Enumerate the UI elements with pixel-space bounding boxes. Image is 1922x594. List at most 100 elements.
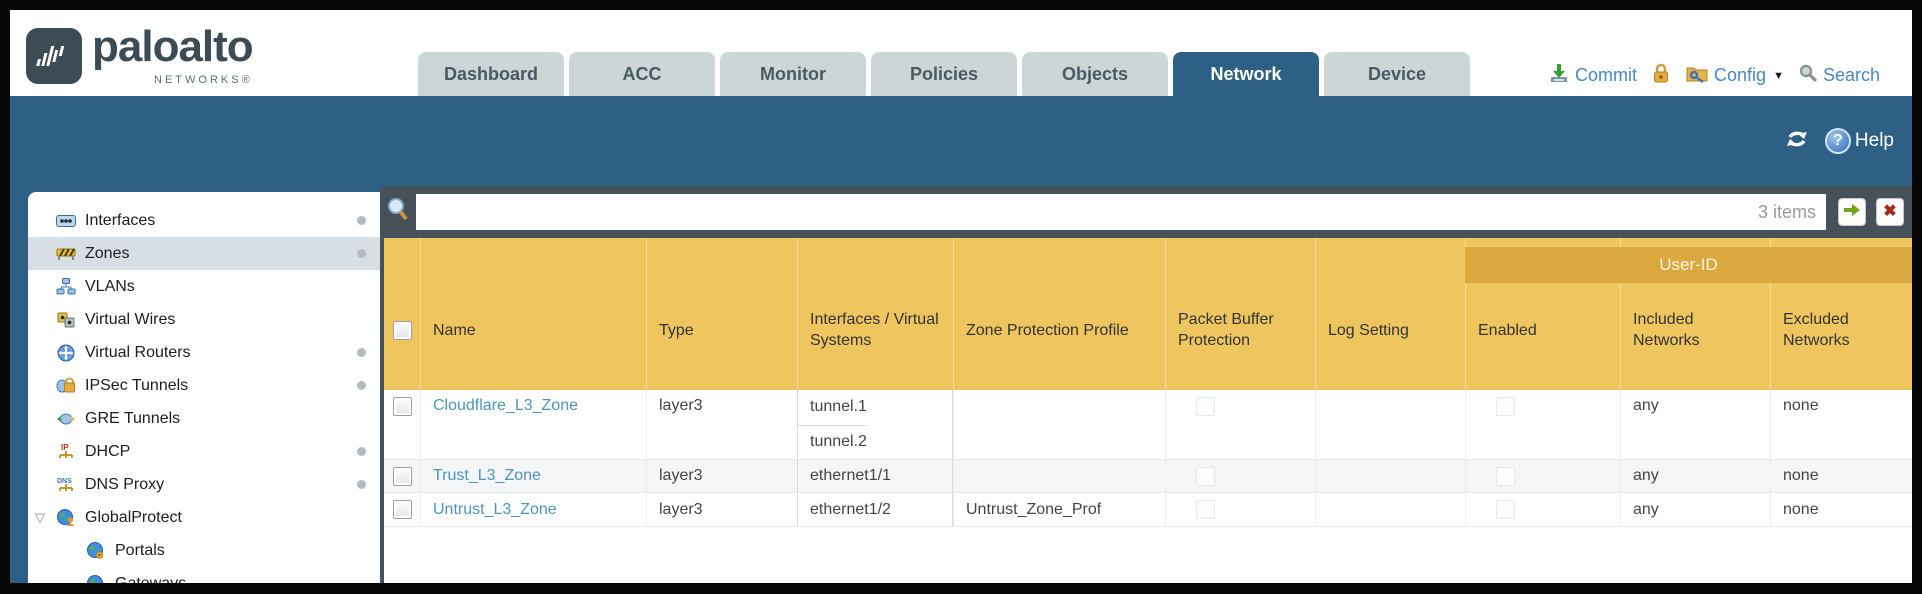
table-row: Trust_L3_Zone layer3 ethernet1/1 any non…	[384, 460, 1912, 493]
gateways-icon	[85, 574, 107, 583]
sidebar-item-gre-tunnels[interactable]: GRE Tunnels	[28, 402, 380, 435]
row-checkbox[interactable]	[392, 500, 412, 519]
row-checkbox[interactable]	[392, 466, 412, 486]
vlans-icon	[55, 278, 77, 295]
sidebar-item-vlans[interactable]: VLANs	[28, 270, 380, 303]
ipsec-tunnels-icon	[55, 377, 77, 394]
included-networks-cell: any	[1620, 390, 1770, 459]
column-header-enabled[interactable]: Enabled	[1465, 238, 1620, 390]
virtual-routers-icon	[55, 344, 77, 362]
user-id-enabled-cell	[1465, 460, 1620, 492]
column-header-type[interactable]: Type	[646, 238, 797, 390]
paloalto-logo-icon	[26, 28, 82, 84]
sidebar-item-interfaces[interactable]: Interfaces	[28, 204, 380, 237]
header-actions: Commit	[1548, 62, 1880, 89]
column-header-packet-buffer-protection[interactable]: Packet Buffer Protection	[1165, 238, 1315, 390]
sidebar-item-label: Zones	[85, 244, 130, 262]
search-label: Search	[1822, 65, 1880, 85]
expand-caret-icon[interactable]: ▽	[35, 509, 45, 525]
status-dot	[357, 480, 366, 489]
dhcp-icon: IP	[55, 443, 77, 461]
row-checkbox-cell	[384, 390, 420, 459]
column-header-excluded-networks[interactable]: Excluded Networks	[1770, 238, 1912, 390]
config-label: Config	[1714, 65, 1767, 85]
zone-name-cell: Cloudflare_L3_Zone	[420, 390, 646, 459]
column-header-log-setting[interactable]: Log Setting	[1315, 238, 1465, 390]
zones-icon	[55, 246, 77, 261]
content-pane: 3 items ✖	[380, 186, 1912, 583]
tab-dashboard[interactable]: Dashboard	[418, 52, 564, 96]
status-dot	[357, 249, 366, 258]
virtual-wires-icon	[55, 312, 77, 328]
search-icon	[1798, 63, 1818, 88]
apply-filter-button[interactable]	[1838, 198, 1866, 226]
help-label: Help	[1854, 130, 1894, 151]
column-header-zone-protection-profile[interactable]: Zone Protection Profile	[953, 238, 1165, 390]
tab-monitor[interactable]: Monitor	[720, 52, 866, 96]
tab-objects[interactable]: Objects	[1022, 52, 1168, 96]
main-nav-tabs: Dashboard ACC Monitor Policies Objects N…	[418, 52, 1470, 96]
main-area: Interfaces Zones	[10, 186, 1912, 583]
sidebar-item-label: DNS Proxy	[85, 475, 165, 493]
excluded-networks-cell: none	[1770, 493, 1912, 526]
row-checkbox[interactable]	[392, 397, 412, 416]
included-networks-cell: any	[1620, 493, 1770, 526]
sidebar-item-zones[interactable]: Zones	[28, 237, 380, 270]
paloalto-logo: paloalto NETWORKS®	[26, 22, 254, 86]
user-id-enabled-checkbox	[1496, 500, 1515, 519]
filter-bar: 3 items ✖	[384, 186, 1912, 238]
config-icon	[1685, 62, 1709, 89]
log-setting-cell	[1315, 493, 1465, 526]
log-setting-cell	[1315, 460, 1465, 492]
filter-search-icon	[386, 197, 410, 228]
sidebar-item-virtual-routers[interactable]: Virtual Routers	[28, 336, 380, 369]
tab-network[interactable]: Network	[1173, 52, 1319, 96]
clear-filter-button[interactable]: ✖	[1876, 198, 1904, 226]
tab-policies[interactable]: Policies	[871, 52, 1017, 96]
column-header-interfaces[interactable]: Interfaces / Virtual Systems	[797, 238, 953, 390]
column-header-name[interactable]: Name	[420, 238, 646, 390]
zone-interfaces-cell: tunnel.1 tunnel.2	[797, 390, 953, 459]
svg-text:IP: IP	[61, 443, 69, 452]
sidebar-item-ipsec-tunnels[interactable]: IPSec Tunnels	[28, 369, 380, 402]
table-header: User-ID Name Type Interfaces / Virtual S…	[384, 238, 1912, 390]
sidebar-item-virtual-wires[interactable]: Virtual Wires	[28, 303, 380, 336]
tab-acc[interactable]: ACC	[569, 52, 715, 96]
top-header-bar: paloalto NETWORKS® Dashboard ACC Monitor…	[10, 10, 1912, 96]
brand-name: paloalto	[92, 22, 254, 71]
zone-name-link[interactable]: Cloudflare_L3_Zone	[433, 397, 578, 414]
status-dot	[357, 447, 366, 456]
refresh-icon[interactable]	[1783, 127, 1811, 156]
sidebar-item-label: Portals	[115, 541, 165, 559]
zone-name-link[interactable]: Untrust_L3_Zone	[433, 500, 557, 518]
user-id-enabled-cell	[1465, 390, 1620, 459]
sidebar-item-label: VLANs	[85, 277, 135, 295]
zone-name-cell: Untrust_L3_Zone	[420, 493, 646, 526]
green-arrow-icon	[1843, 203, 1861, 222]
select-all-checkbox[interactable]	[392, 320, 412, 340]
zone-name-link[interactable]: Trust_L3_Zone	[433, 467, 541, 484]
config-menu[interactable]: Config ▼	[1685, 62, 1784, 89]
zone-type-cell: layer3	[646, 390, 797, 459]
filter-input-box: 3 items	[416, 194, 1826, 230]
interface-entry: ethernet1/2	[810, 500, 891, 518]
sidebar-item-gateways[interactable]: Gateways	[28, 567, 380, 583]
help-icon: ?	[1824, 128, 1851, 154]
zone-type-cell: layer3	[646, 460, 797, 492]
filter-input[interactable]	[420, 194, 1720, 230]
tab-device[interactable]: Device	[1324, 52, 1470, 96]
lock-icon[interactable]	[1651, 62, 1671, 89]
globalprotect-icon	[55, 508, 77, 527]
commit-button[interactable]: Commit	[1548, 62, 1637, 89]
included-networks-cell: any	[1620, 460, 1770, 492]
zone-type-cell: layer3	[646, 493, 797, 526]
packet-buffer-protection-checkbox	[1196, 466, 1215, 486]
select-all-checkbox-cell	[384, 238, 420, 390]
sidebar-item-dhcp[interactable]: IP DHCP	[28, 435, 380, 468]
sidebar-item-dns-proxy[interactable]: DNS DNS Proxy	[28, 468, 380, 501]
column-header-included-networks[interactable]: Included Networks	[1620, 238, 1770, 390]
sidebar-item-globalprotect[interactable]: ▽ GlobalProtect	[28, 501, 380, 534]
search-button[interactable]: Search	[1798, 63, 1880, 88]
sidebar-item-portals[interactable]: Portals	[28, 534, 380, 567]
help-button[interactable]: ? Help	[1824, 128, 1894, 154]
